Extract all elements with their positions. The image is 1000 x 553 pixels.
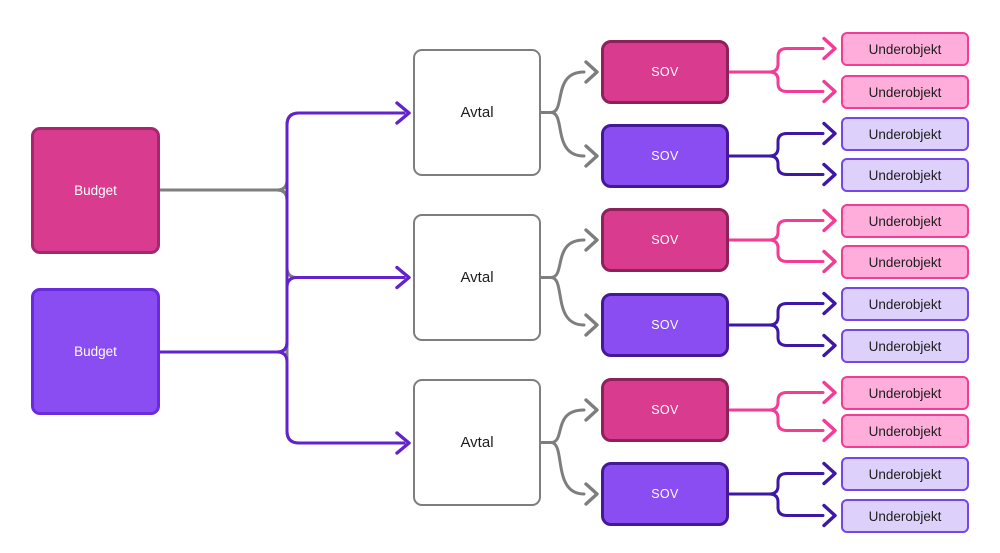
node-underobjekt-11[interactable]: Underobjekt: [841, 457, 969, 491]
node-underobjekt-6[interactable]: Underobjekt: [841, 245, 969, 279]
node-sov-1[interactable]: SOV: [601, 40, 729, 104]
node-label: Underobjekt: [868, 296, 942, 312]
node-underobjekt-7[interactable]: Underobjekt: [841, 287, 969, 321]
edges-sov-purple-to-underobjekt: [727, 121, 837, 528]
node-label: SOV: [651, 318, 679, 332]
node-label: SOV: [651, 487, 679, 501]
node-sov-4[interactable]: SOV: [601, 293, 729, 357]
node-underobjekt-4[interactable]: Underobjekt: [841, 158, 969, 192]
arrowhead-avtal-1: [395, 101, 411, 125]
node-underobjekt-2[interactable]: Underobjekt: [841, 75, 969, 109]
node-label: SOV: [651, 403, 679, 417]
node-label: Underobjekt: [868, 126, 942, 142]
node-avtal-3[interactable]: Avtal: [413, 379, 541, 506]
node-label: Underobjekt: [868, 84, 942, 100]
node-label: Underobjekt: [868, 167, 942, 183]
node-sov-3[interactable]: SOV: [601, 208, 729, 272]
node-label: Avtal: [460, 104, 494, 121]
node-underobjekt-9[interactable]: Underobjekt: [841, 376, 969, 410]
node-budget-1[interactable]: Budget: [31, 127, 160, 254]
node-label: Underobjekt: [868, 213, 942, 229]
node-avtal-2[interactable]: Avtal: [413, 214, 541, 341]
node-sov-5[interactable]: SOV: [601, 378, 729, 442]
edges-sov-pink-to-underobjekt: [727, 36, 837, 443]
node-sov-2[interactable]: SOV: [601, 124, 729, 188]
node-label: Underobjekt: [868, 508, 942, 524]
node-avtal-1[interactable]: Avtal: [413, 49, 541, 176]
node-underobjekt-3[interactable]: Underobjekt: [841, 117, 969, 151]
node-label: SOV: [651, 149, 679, 163]
node-label: Budget: [74, 344, 117, 359]
edges-budget2-to-avtal: [157, 101, 411, 455]
node-budget-2[interactable]: Budget: [31, 288, 160, 415]
arrowhead-avtal-2: [395, 265, 411, 290]
node-label: Underobjekt: [868, 385, 942, 401]
node-label: SOV: [651, 65, 679, 79]
node-label: Avtal: [460, 269, 494, 286]
node-label: Budget: [74, 183, 117, 198]
arrowhead-avtal-3: [395, 431, 411, 455]
edges-avtal-to-sov: [539, 60, 599, 506]
node-underobjekt-8[interactable]: Underobjekt: [841, 329, 969, 363]
node-label: Underobjekt: [868, 338, 942, 354]
node-label: Underobjekt: [868, 466, 942, 482]
node-underobjekt-1[interactable]: Underobjekt: [841, 32, 969, 66]
node-label: Underobjekt: [868, 423, 942, 439]
node-label: Avtal: [460, 434, 494, 451]
node-label: SOV: [651, 233, 679, 247]
node-underobjekt-5[interactable]: Underobjekt: [841, 204, 969, 238]
node-label: Underobjekt: [868, 254, 942, 270]
node-label: Underobjekt: [868, 41, 942, 57]
node-underobjekt-12[interactable]: Underobjekt: [841, 499, 969, 533]
node-underobjekt-10[interactable]: Underobjekt: [841, 414, 969, 448]
node-sov-6[interactable]: SOV: [601, 462, 729, 526]
